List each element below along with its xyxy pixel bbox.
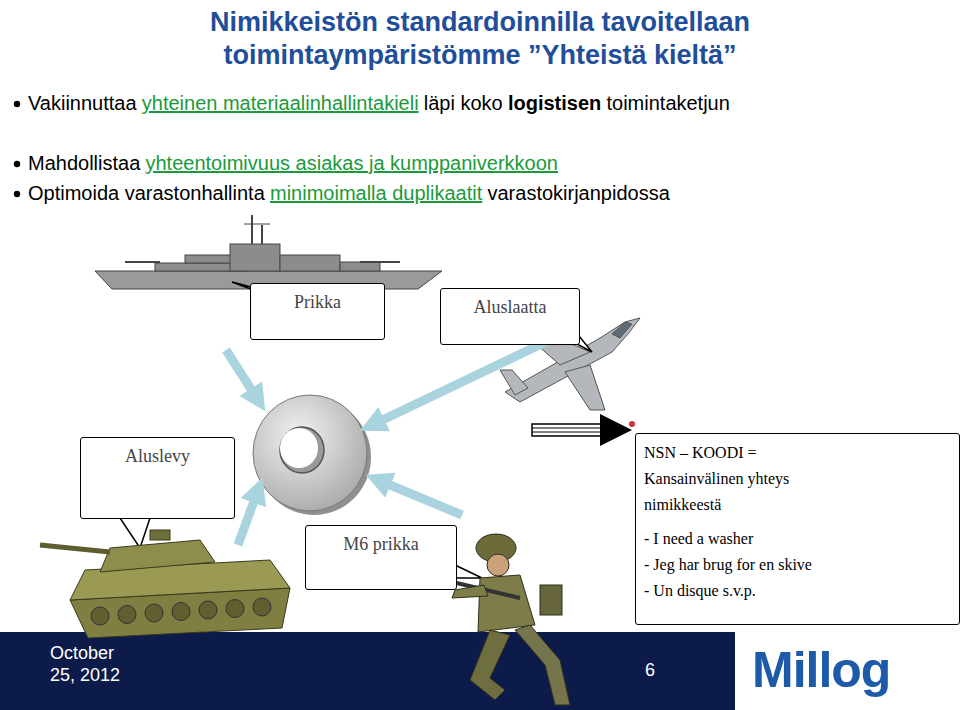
logo-ground [735,632,960,710]
speech-bubble: Prikka [250,283,385,340]
pointer-arrow [226,335,560,545]
highlight-text: yhteinen materiaalinhallintakieli [142,92,419,114]
bullet-text: logistisen [508,92,601,114]
bullet-text: Mahdollistaayhteentoimivuus asiakas ja k… [12,148,942,178]
highlight-text: yhteentoimivuus asiakas ja kumppaniverkk… [145,152,557,174]
logo-text: Millog [752,640,952,700]
speech-bubble: Aluslevy [80,437,235,519]
tank-wheel [199,601,217,619]
bullet-dot [14,191,20,197]
bullet-text: toimintaketjun [606,92,729,114]
bullet-dot [14,161,20,167]
title: Nimikkeistön standardoinnilla tavoitella… [100,6,860,72]
bullet-text: Optimoida varastonhallintaminimoimalla d… [12,178,942,208]
node-text: Aluslevy [87,444,228,468]
tank-wheel [91,607,109,625]
node-text: NSN – KOODI = [644,440,951,466]
washer-illustration [253,395,371,515]
tank-wheels [91,598,271,625]
tank-wheel [118,606,136,624]
bullet-dot [14,101,20,107]
bullet-text: Vakiinnuttaa [28,92,137,114]
bullet-text: Optimoida varastonhallinta [28,182,265,204]
tank-wheel [172,603,190,621]
node-text: M6 prikka [312,532,450,556]
tank-wheel [145,604,163,622]
node-text: Aluslaatta [447,295,573,319]
node-text: Prikka [257,290,378,314]
node-text: - I need a washer [644,526,951,552]
speech-bubble: Aluslaatta [440,288,580,345]
tank-wheel [226,600,244,618]
tank-illustration [40,530,290,638]
tank-wheel [253,598,271,616]
node-text: - Un disque s.v.p. [644,578,951,604]
highlight-text: minimoimalla duplikaatit [270,182,482,204]
bullet-text: Mahdollistaa [28,152,140,174]
node-text: - Jeg har brug for en skive [644,552,951,578]
date-text: October 25, 2012 [50,643,130,686]
ship-illustration [95,215,442,289]
speech-bubble: M6 prikka [305,525,457,590]
node-text: Kansainvälinen yhteys nimikkeestä [644,466,834,518]
info-box: NSN – KOODI =Kansainvälinen yhteys nimik… [635,433,960,625]
bullet-text: läpi koko [424,92,503,114]
bullet-text: Vakiinnuttaayhteinen materiaalinhallinta… [12,88,832,118]
page-number: 6 [645,660,675,682]
bullet-text: varastokirjanpidossa [487,182,669,204]
nsn-arrow [532,414,632,446]
